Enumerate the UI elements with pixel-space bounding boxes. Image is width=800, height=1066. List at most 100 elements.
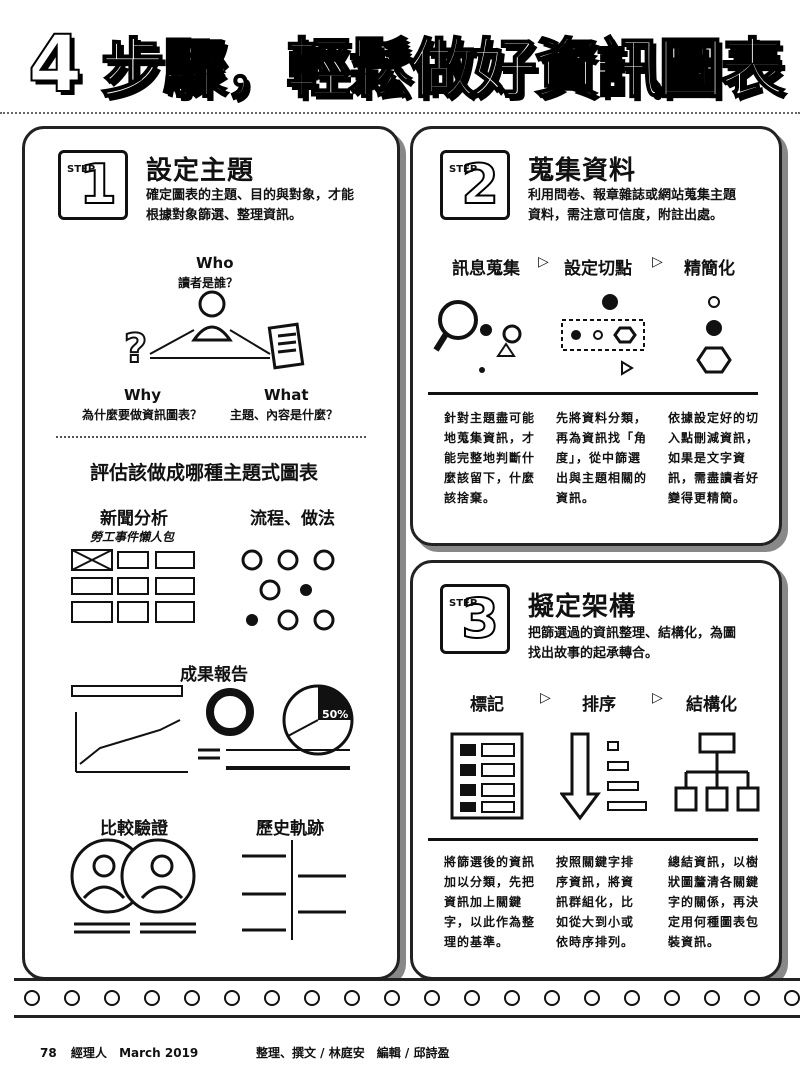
why-sub: 為什麼要做資訊圖表？: [82, 408, 203, 422]
step2-flow-3: 精簡化: [684, 259, 735, 279]
step2-col-line: 地蒐集資訊，才: [444, 431, 536, 445]
svg-text:?: ?: [124, 326, 147, 372]
why-label: Why: [124, 386, 162, 404]
step2-flow-arrow-2: ▷: [652, 254, 663, 270]
step3-desc-line: 找出故事的起承轉合。: [528, 646, 659, 661]
assess-heading: 評估該做成哪種主題式圖表: [90, 462, 319, 484]
step3-flow-arrow-1: ▷: [540, 690, 551, 706]
type-compare-label: 比較驗證: [100, 819, 168, 839]
step1-desc: 確定圖表的主題、目的與對象，才能 根據對象篩選、整理資訊。: [146, 186, 386, 226]
step2-badge-number: 2: [460, 153, 500, 216]
headline: 4 步驟，輕鬆做好資訊圖表: [27, 18, 786, 111]
footer: 78 經理人 March 2019: [40, 1044, 198, 1061]
who-label: Who: [196, 254, 234, 272]
step3-title: 擬定架構: [528, 592, 637, 622]
step3-col-line: 裝資訊。: [668, 935, 721, 949]
page-number: 78: [40, 1046, 57, 1060]
step1-desc-line: 根據對象篩選、整理資訊。: [146, 208, 303, 223]
type-news-label: 新聞分析: [100, 509, 168, 529]
step3-col-line: 資訊加上關鍵: [444, 895, 523, 909]
step2-col-line: 出與主題相關的: [556, 471, 648, 485]
step3-badge-side: STEP: [449, 598, 478, 609]
type-process-label: 流程、做法: [250, 509, 335, 529]
headline-number: 4: [27, 19, 83, 111]
conveyor-belt: [14, 978, 800, 1018]
step2-col-line: 先將資料分類，: [556, 411, 648, 425]
step2-col-line: 再為資訊找「角: [556, 431, 648, 445]
type-history-label: 歷史軌跡: [256, 819, 324, 839]
step1-title: 設定主題: [146, 156, 255, 186]
simplify-shapes-icon: [696, 296, 732, 374]
magazine-name: 經理人: [70, 1046, 107, 1060]
filter-shapes-icon: [561, 294, 645, 376]
step3-col-1: 將篩選後的資訊 加以分類，先把 資訊加上關鍵 字，以此作為整 理的基準。: [444, 852, 544, 952]
step3-col-3: 總結資訊，以樹 狀圖釐清各關鍵 字的關係，再決 定用何種圖表包 裝資訊。: [668, 852, 768, 952]
step2-col-line: 依據設定好的切: [668, 411, 760, 425]
what-label: What: [264, 386, 309, 404]
step3-col-line: 依時序排列。: [556, 935, 635, 949]
step2-col-line: 變得更精簡。: [668, 491, 747, 505]
news-grid-icon: [71, 549, 195, 623]
step3-desc-line: 把篩選過的資訊整理、結構化，為圖: [528, 626, 737, 641]
step2-col-1: 針對主題盡可能 地蒐集資訊，才 能完整地判斷什 麼該留下，什麼 該捨棄。: [444, 408, 544, 508]
step2-desc-line: 利用問卷、報章雜誌或網站蒐集主題: [528, 188, 737, 203]
process-dots-icon: [241, 549, 335, 631]
step2-col-line: 資訊。: [556, 491, 596, 505]
step3-col-line: 理的基準。: [444, 935, 510, 949]
step3-flow-arrow-2: ▷: [652, 690, 663, 706]
type-news-sub: 勞工事件懶人包: [90, 530, 175, 544]
step3-col-2: 按照關鍵字排 序資訊，將資 訊群組化，比 如從大到小或 依時序排列。: [556, 852, 656, 952]
step2-col-rule: [428, 392, 758, 395]
step3-col-line: 狀圖釐清各關鍵: [668, 875, 760, 889]
headline-text: 步驟，輕鬆做好資訊圖表: [100, 32, 786, 108]
step3-col-line: 按照關鍵字排: [556, 855, 635, 869]
step3-badge: STEP 3: [440, 584, 510, 654]
step2-col-line: 能完整地判斷什: [444, 451, 536, 465]
step2-col-line: 如果是文字資: [668, 451, 747, 465]
type-report-label: 成果報告: [180, 665, 248, 685]
magnifier-icon: [433, 300, 522, 373]
who-why-what-diagram: ?: [123, 290, 305, 373]
step3-col-line: 如從大到小或: [556, 915, 635, 929]
step3-col-line: 將篩選後的資訊: [444, 855, 536, 869]
step3-col-rule: [428, 838, 758, 841]
tree-structure-icon: [674, 732, 760, 812]
step2-desc: 利用問卷、報章雜誌或網站蒐集主題 資料，需注意可信度，附註出處。: [528, 186, 768, 226]
step3-col-line: 訊群組化，比: [556, 895, 635, 909]
step3-desc: 把篩選過的資訊整理、結構化，為圖 找出故事的起承轉合。: [528, 624, 768, 664]
history-timeline-icon: [242, 840, 346, 940]
top-divider: [0, 112, 800, 114]
step2-col-line: 訊，需盡讀者好: [668, 471, 760, 485]
issue-date: March 2019: [119, 1046, 199, 1060]
step2-desc-line: 資料，需注意可信度，附註出處。: [528, 208, 724, 223]
step2-col-3: 依據設定好的切 入點刪減資訊， 如果是文字資 訊，需盡讀者好 變得更精簡。: [668, 408, 768, 508]
step1-badge: STEP 1: [58, 150, 128, 220]
step2-flow-arrow-1: ▷: [538, 254, 549, 270]
step1-badge-number: 1: [78, 153, 118, 216]
who-sub: 讀者是誰？: [178, 276, 239, 290]
step3-col-line: 總結資訊，以樹: [668, 855, 760, 869]
tag-list-icon: [450, 732, 524, 820]
report-charts-icon: [71, 684, 354, 773]
what-sub: 主題、內容是什麼？: [230, 408, 339, 422]
step1-desc-line: 確定圖表的主題、目的與對象，才能: [146, 188, 355, 203]
step3-col-line: 序資訊，將資: [556, 875, 635, 889]
conveyor-dots-icon: [24, 990, 800, 1006]
step2-col-line: 針對主題盡可能: [444, 411, 536, 425]
step3-flow-3: 結構化: [686, 695, 737, 715]
step3-col-line: 字，以此作為整: [444, 915, 536, 929]
step2-title: 蒐集資料: [528, 156, 637, 186]
step2-col-2: 先將資料分類， 再為資訊找「角 度」，從中篩選 出與主題相關的 資訊。: [556, 408, 656, 508]
step2-col-line: 度」，從中篩選: [556, 451, 642, 465]
step2-col-line: 入點刪減資訊，: [668, 431, 760, 445]
step2-flow-1: 訊息蒐集: [452, 259, 520, 279]
step3-badge-number: 3: [460, 587, 500, 650]
step3-flow-2: 排序: [582, 695, 616, 715]
step2-flow-2: 設定切點: [564, 259, 632, 279]
step2-col-line: 該捨棄。: [444, 491, 497, 505]
step1-divider: [56, 436, 366, 438]
compare-vs-icon: [70, 838, 196, 934]
step2-col-line: 麼該留下，什麼: [444, 471, 536, 485]
step1-badge-side: STEP: [67, 164, 96, 175]
sort-arrow-icon: [560, 732, 647, 821]
